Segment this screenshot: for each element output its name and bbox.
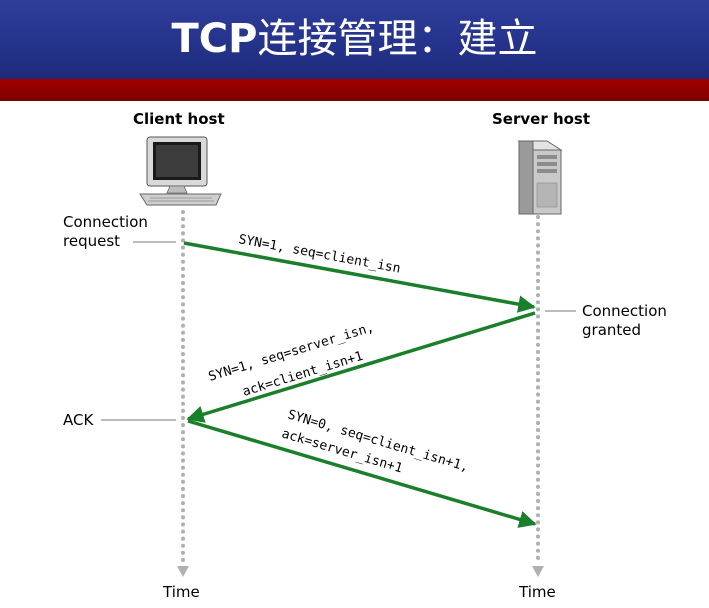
server-time-arrowhead (532, 566, 544, 577)
syn-arrow (183, 241, 536, 313)
syn-message-label: SYN=1, seq=client_isn (237, 232, 401, 276)
connection-granted-label-line1: Connection (582, 302, 667, 320)
computer-icon (139, 136, 222, 206)
connection-request-label-line1: Connection (63, 213, 148, 231)
slide-title: TCP连接管理：建立 (0, 0, 709, 79)
connection-request-label-line2: request (63, 232, 121, 250)
client-time-arrowhead (177, 566, 189, 577)
ack-event-label: ACK (63, 411, 94, 429)
header-red-bar (0, 79, 709, 101)
client-time-label: Time (163, 583, 200, 601)
title-tcp: TCP (171, 16, 258, 62)
server-icon (517, 140, 563, 215)
title-chinese: 连接管理：建立 (257, 16, 538, 62)
connection-granted-label-line2: granted (582, 321, 642, 339)
slide-header (0, 0, 709, 79)
server-host-label: Server host (492, 110, 591, 128)
ack-arrow (187, 419, 537, 528)
server-time-label: Time (519, 583, 556, 601)
client-host-label: Client host (133, 110, 225, 128)
synack-arrow (186, 311, 536, 423)
